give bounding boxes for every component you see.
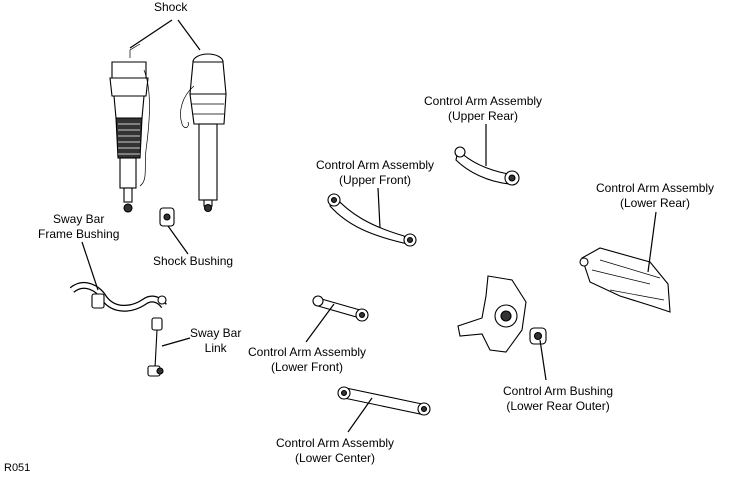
leader-upper-front — [377, 187, 381, 229]
label-line-1: Control Arm Assembly — [316, 158, 435, 172]
control-arm-upper-rear-drawing — [454, 146, 520, 186]
label-control-arm-lower-center: Control Arm Assembly (Lower Center) — [276, 436, 394, 466]
control-arm-lower-center-drawing — [337, 386, 431, 416]
leader-shock-right — [177, 19, 201, 51]
sway-bar-link-drawing — [147, 317, 164, 377]
label-control-arm-upper-front: Control Arm Assembly (Upper Front) — [316, 158, 434, 188]
label-control-arm-lower-front: Control Arm Assembly (Lower Front) — [248, 345, 366, 375]
label-line-2: Link — [204, 341, 227, 355]
label-control-arm-upper-rear: Control Arm Assembly (Upper Rear) — [424, 94, 542, 124]
knuckle-drawing — [457, 275, 527, 353]
shock-bushing-drawing — [159, 207, 175, 227]
leader-shock-left — [129, 19, 173, 49]
label-line-2: (Lower Rear Outer) — [506, 399, 610, 413]
label-line-1: Control Arm Bushing — [503, 384, 614, 398]
label-shock-text: Shock — [154, 0, 188, 14]
label-line-2: (Upper Rear) — [448, 109, 519, 123]
leader-sway-bar-frame-bushing — [81, 241, 99, 291]
label-line-2: (Lower Center) — [295, 451, 376, 465]
leader-lines — [81, 19, 657, 433]
label-shock-bushing: Shock Bushing — [153, 254, 233, 269]
leader-lower-rear — [647, 211, 657, 273]
shock-left-drawing — [109, 43, 150, 213]
label-shock-bushing-text: Shock Bushing — [153, 254, 234, 268]
leader-sway-bar-link — [161, 337, 191, 347]
label-shock: Shock — [154, 0, 187, 15]
leader-shock-bushing — [167, 225, 189, 255]
control-arm-lower-front-drawing — [312, 295, 369, 322]
label-line-1: Control Arm Assembly — [276, 436, 395, 450]
label-line-2: (Lower Front) — [271, 360, 344, 374]
label-line-2: (Lower Rear) — [620, 196, 691, 210]
label-line-1: Sway Bar — [53, 212, 105, 226]
control-arm-upper-front-drawing — [327, 193, 417, 247]
label-line-2: (Upper Front) — [339, 173, 412, 187]
leader-lower-center — [347, 397, 373, 433]
label-line-1: Sway Bar — [190, 326, 242, 340]
label-line-2: Frame Bushing — [38, 227, 120, 241]
label-sway-bar-frame-bushing: Sway Bar Frame Bushing — [38, 212, 119, 242]
sway-bar-drawing — [69, 282, 167, 312]
leader-lower-front — [305, 303, 335, 343]
control-arm-lower-rear-drawing — [579, 247, 671, 313]
label-line-1: Control Arm Assembly — [596, 181, 715, 195]
leader-bushing — [539, 339, 547, 381]
label-sway-bar-link: Sway Bar Link — [190, 326, 241, 356]
control-arm-bushing-drawing — [529, 327, 547, 345]
label-line-1: Control Arm Assembly — [248, 345, 367, 359]
label-control-arm-bushing: Control Arm Bushing (Lower Rear Outer) — [503, 384, 613, 414]
reference-code: R051 — [4, 462, 31, 474]
shock-right-drawing — [180, 53, 227, 213]
label-line-1: Control Arm Assembly — [424, 94, 543, 108]
label-control-arm-lower-rear: Control Arm Assembly (Lower Rear) — [596, 181, 714, 211]
